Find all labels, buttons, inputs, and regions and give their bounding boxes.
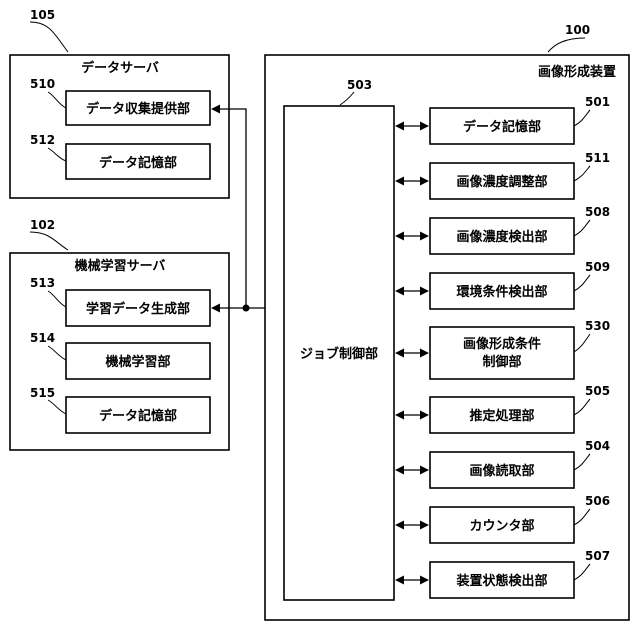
block-501-label: データ記憶部 bbox=[463, 119, 541, 135]
job-controller-block: ジョブ制御部 503 bbox=[284, 78, 394, 600]
block-530-ref: 530 bbox=[585, 319, 610, 333]
ml-server-title: 機械学習サーバ bbox=[75, 258, 166, 274]
block-504-ref: 504 bbox=[585, 439, 610, 453]
data-collection-label: データ収集提供部 bbox=[86, 101, 190, 117]
device-title: 画像形成装置 bbox=[538, 64, 616, 80]
block-505-ref: 505 bbox=[585, 384, 610, 398]
block-504-label: 画像読取部 bbox=[469, 463, 534, 479]
block-501-ref: 501 bbox=[585, 95, 610, 109]
block-507-ref: 507 bbox=[585, 549, 610, 563]
block-530-label-line1: 画像形成条件 bbox=[463, 336, 541, 352]
ml-server-ref: 102 bbox=[30, 218, 55, 232]
ml-label: 機械学習部 bbox=[105, 354, 170, 370]
block-509-ref: 509 bbox=[585, 260, 610, 274]
block-506-label: カウンタ部 bbox=[469, 518, 534, 534]
block-511-ref: 511 bbox=[585, 151, 610, 165]
training-data-ref: 513 bbox=[30, 276, 55, 290]
block-508-ref: 508 bbox=[585, 205, 610, 219]
training-data-label: 学習データ生成部 bbox=[86, 301, 190, 317]
block-509-label: 環境条件検出部 bbox=[456, 284, 547, 300]
data-storage-515-ref: 515 bbox=[30, 386, 55, 400]
block-511-label: 画像濃度調整部 bbox=[456, 174, 547, 190]
data-storage-512-label: データ記憶部 bbox=[99, 155, 177, 171]
data-server: 105 データサーバ データ収集提供部 510 データ記憶部 512 bbox=[10, 8, 229, 198]
job-controller-label: ジョブ制御部 bbox=[300, 346, 378, 362]
job-controller-ref: 503 bbox=[347, 78, 372, 92]
data-server-title: データサーバ bbox=[81, 60, 159, 76]
block-506-ref: 506 bbox=[585, 494, 610, 508]
data-server-ref: 105 bbox=[30, 8, 55, 22]
block-507-label: 装置状態検出部 bbox=[455, 573, 547, 589]
data-storage-515-label: データ記憶部 bbox=[99, 408, 177, 424]
ml-server: 102 機械学習サーバ 学習データ生成部 513 機械学習部 514 データ記憶… bbox=[10, 218, 229, 450]
image-forming-device: 100 画像形成装置 ジョブ制御部 503 データ記憶部 501 画像濃度調整部… bbox=[265, 23, 629, 620]
block-530-label-line2: 制御部 bbox=[482, 354, 521, 370]
block-508-label: 画像濃度検出部 bbox=[456, 229, 547, 245]
ml-ref: 514 bbox=[30, 331, 55, 345]
device-ref: 100 bbox=[565, 23, 590, 37]
data-collection-ref: 510 bbox=[30, 77, 55, 91]
block-505-label: 推定処理部 bbox=[469, 408, 534, 424]
data-storage-512-ref: 512 bbox=[30, 133, 55, 147]
